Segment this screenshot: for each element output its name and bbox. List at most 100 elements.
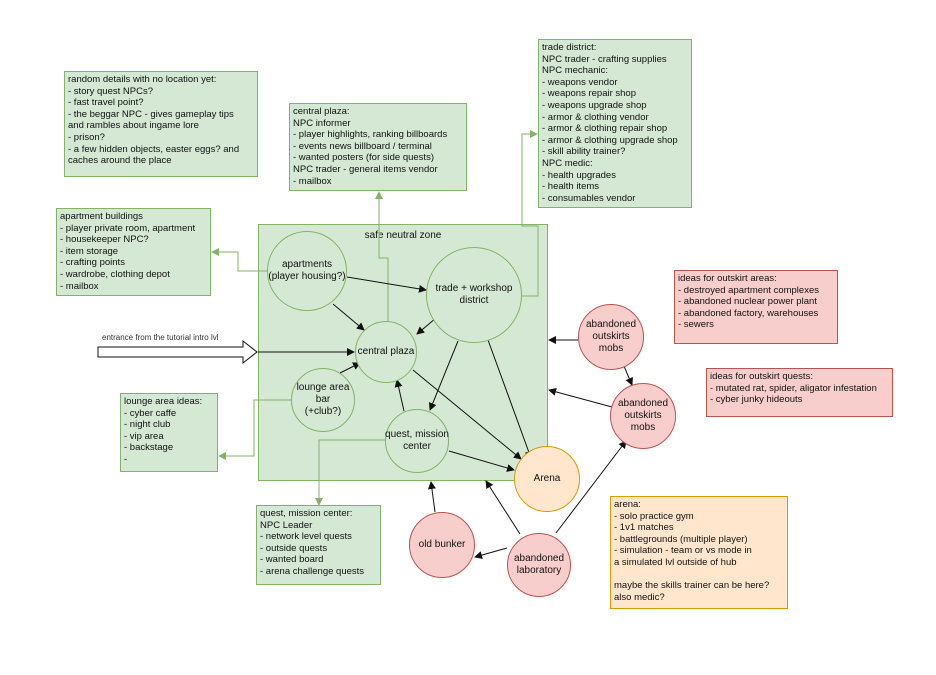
edge-quest-note [315, 439, 386, 506]
edge-lab-bunker [474, 547, 508, 559]
entrance-arrow [97, 339, 258, 365]
note-line: - cyber caffe [124, 407, 177, 419]
note-line: - cyber junky hideouts [710, 394, 803, 406]
note-line: maybe the skills trainer can be here? [614, 580, 770, 592]
note-line: NPC trader - general items vendor [293, 163, 438, 175]
note-line: - item storage [60, 245, 119, 257]
edge-apartments-plaza [332, 303, 365, 331]
edge-quest-arena [448, 450, 515, 472]
note-line: - crafting points [60, 257, 125, 269]
note-line: apartment buildings [60, 211, 143, 222]
node-arena[interactable]: Arena [514, 446, 580, 512]
note-line: - destroyed apartment complexes [678, 284, 819, 296]
note-outskirt-areas: ideas for outskirt areas:- destroyed apa… [674, 270, 838, 344]
note-line: - skill ability trainer? [542, 146, 626, 158]
note-line: - vip area [124, 430, 164, 442]
note-line: - mutated rat, spider, aligator infestat… [710, 382, 877, 394]
note-line: - backstage [124, 442, 174, 454]
note-line: - armor & clothing upgrade shop [542, 134, 678, 146]
node-trade-workshop[interactable]: trade + workshop district [426, 247, 522, 343]
note-line: caches around the place [68, 155, 172, 167]
entrance-label: entrance from the tutorial intro lvl [102, 333, 219, 342]
note-line: - health items [542, 181, 600, 193]
note-line: also medic? [614, 591, 665, 603]
note-outskirt-quests: ideas for outskirt quests:- mutated rat,… [706, 368, 893, 417]
note-quest-center: quest, mission center:NPC Leader- networ… [256, 505, 381, 585]
note-line: - [124, 453, 128, 465]
edge-lab-zone [485, 480, 521, 535]
note-line: - armor & clothing repair shop [542, 123, 668, 135]
note-line: NPC informer [293, 117, 351, 129]
note-line: - mailbox [60, 280, 99, 292]
note-line: - weapons vendor [542, 76, 618, 88]
note-line: - consumables vendor [542, 192, 636, 204]
note-lounge-ideas: lounge area ideas:- cyber caffe- night c… [120, 393, 218, 472]
edge-trade-note [521, 130, 539, 297]
note-line: - night club [124, 419, 171, 431]
zone-label: safe neutral zone [364, 230, 442, 241]
note-line: - story quest NPCs? [68, 85, 153, 97]
edge-lab-mobs2 [555, 440, 627, 534]
node-old-bunker[interactable]: old bunker [409, 512, 475, 578]
note-line: - simulation - team or vs mode in [614, 545, 752, 557]
edge-quest-plaza [394, 379, 405, 412]
note-line: - weapons upgrade shop [542, 99, 647, 111]
note-line: - player private room, apartment [60, 222, 196, 234]
note-line: lounge area ideas: [124, 396, 203, 407]
note-line: - housekeeper NPC? [60, 234, 149, 246]
note-line: NPC trader - crafting supplies [542, 53, 667, 65]
note-line: - events news billboard / terminal [293, 140, 432, 152]
note-arena: arena:- solo practice gym- 1v1 matches- … [610, 496, 788, 609]
note-line: - 1v1 matches [614, 522, 674, 534]
note-line: - the beggar NPC - gives gameplay tips [68, 108, 234, 120]
note-line: - wanted board [260, 554, 324, 566]
note-line: - fast travel point? [68, 97, 144, 109]
node-central-plaza[interactable]: central plaza [355, 321, 417, 383]
note-line: - wanted posters (for side quests) [293, 152, 434, 164]
edge-apartments-trade [346, 276, 427, 293]
note-line: - weapons repair shop [542, 88, 636, 100]
edge-bunker-quest [427, 481, 436, 513]
edge-trade-arena [487, 339, 533, 459]
note-line: - arena challenge quests [260, 565, 365, 577]
edge-plaza-arena [412, 369, 522, 460]
edge-mobs2-zone [548, 387, 613, 408]
edge-plaza-note [375, 191, 389, 321]
note-line: NPC medic: [542, 157, 593, 169]
edge-mobs1-mobs2 [623, 365, 633, 386]
note-line: and rambles about ingame lore [68, 120, 199, 132]
note-line: random details with no location yet: [68, 74, 217, 85]
note-line: quest, mission center: [260, 508, 353, 519]
edge-trade-quest [428, 340, 459, 411]
node-outskirts-mobs-2[interactable]: abandoned outskirts mobs [610, 383, 676, 449]
node-outskirts-mobs-1[interactable]: abandoned outskirts mobs [578, 304, 644, 370]
note-line: - a few hidden objects, easter eggs? and [68, 143, 240, 155]
edge-lounge-note [218, 399, 292, 460]
note-line: - outside quests [260, 542, 328, 554]
node-apartments[interactable]: apartments (player housing?) [267, 231, 347, 311]
note-line: - armor & clothing vendor [542, 111, 649, 123]
note-central-plaza: central plaza:NPC informer- player highl… [289, 103, 467, 191]
note-line: arena: [614, 499, 641, 510]
note-line: - wardrobe, clothing depot [60, 268, 170, 280]
note-line: - network level quests [260, 531, 352, 543]
note-line: trade district: [542, 42, 597, 53]
note-apartment-buildings: apartment buildings- player private room… [56, 208, 211, 296]
note-line: NPC Leader [260, 519, 313, 531]
note-line: ideas for outskirt quests: [710, 371, 813, 382]
node-lounge[interactable]: lounge area bar (+club?) [291, 368, 355, 432]
node-abandoned-laboratory[interactable]: abandoned laboratory [507, 533, 571, 597]
edge-lounge-plaza [339, 362, 361, 374]
edge-apartments-note [211, 248, 268, 272]
note-line: - health upgrades [542, 169, 616, 181]
note-line: central plaza: [293, 106, 350, 117]
note-line: - abandoned factory, warehouses [678, 307, 819, 319]
node-quest-center[interactable]: quest, mission center [385, 409, 449, 473]
note-line: - mailbox [293, 175, 332, 187]
note-line: - battlegrounds (multiple player) [614, 533, 748, 545]
note-trade-district: trade district:NPC trader - crafting sup… [538, 39, 692, 208]
note-line: - sewers [678, 319, 714, 331]
note-random-details: random details with no location yet:- st… [64, 71, 258, 177]
note-line: ideas for outskirt areas: [678, 273, 777, 284]
